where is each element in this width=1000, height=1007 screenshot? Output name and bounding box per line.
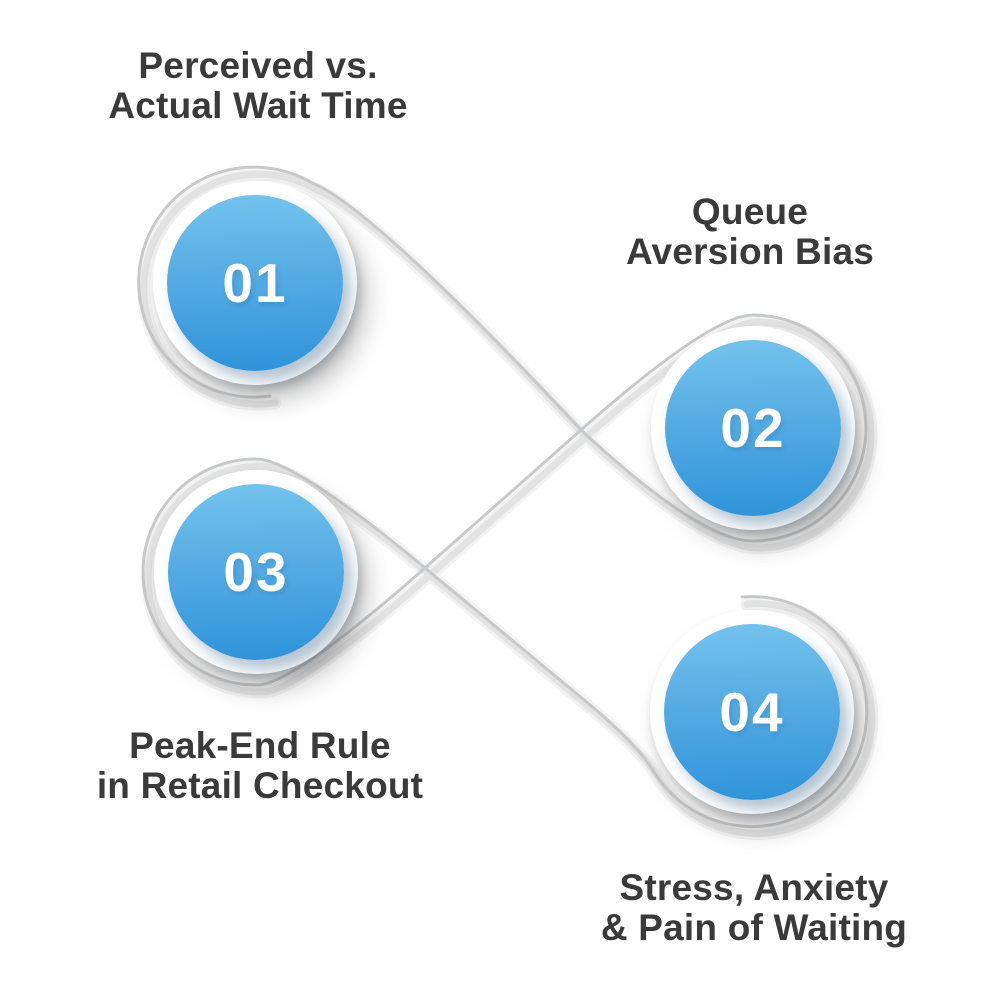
connector-shadow-mid [140,170,876,838]
step-04-badge: 04 [650,610,854,814]
step-04-number: 04 [719,681,785,743]
step-02-circle: 02 [665,340,841,516]
step-01-badge: 01 [153,181,357,385]
step-04-label: Stress, Anxiety & Pain of Waiting [600,867,908,948]
step-01-label: Perceived vs. Actual Wait Time [108,45,408,126]
step-03-label: Peak-End Rule in Retail Checkout [96,725,424,806]
step-02-label: Queue Aversion Bias [626,191,874,272]
step-03-number: 03 [223,541,289,603]
step-03-circle: 03 [168,484,344,660]
connector-line [137,165,869,829]
step-03-badge: 03 [154,470,358,674]
step-04-circle: 04 [664,624,840,800]
connector-shadow-soft [137,167,879,841]
step-01-circle: 01 [167,195,343,371]
step-02-number: 02 [720,397,786,459]
step-02-badge: 02 [651,326,855,530]
connector-curve-shadow [137,167,879,841]
step-01-number: 01 [222,252,288,314]
